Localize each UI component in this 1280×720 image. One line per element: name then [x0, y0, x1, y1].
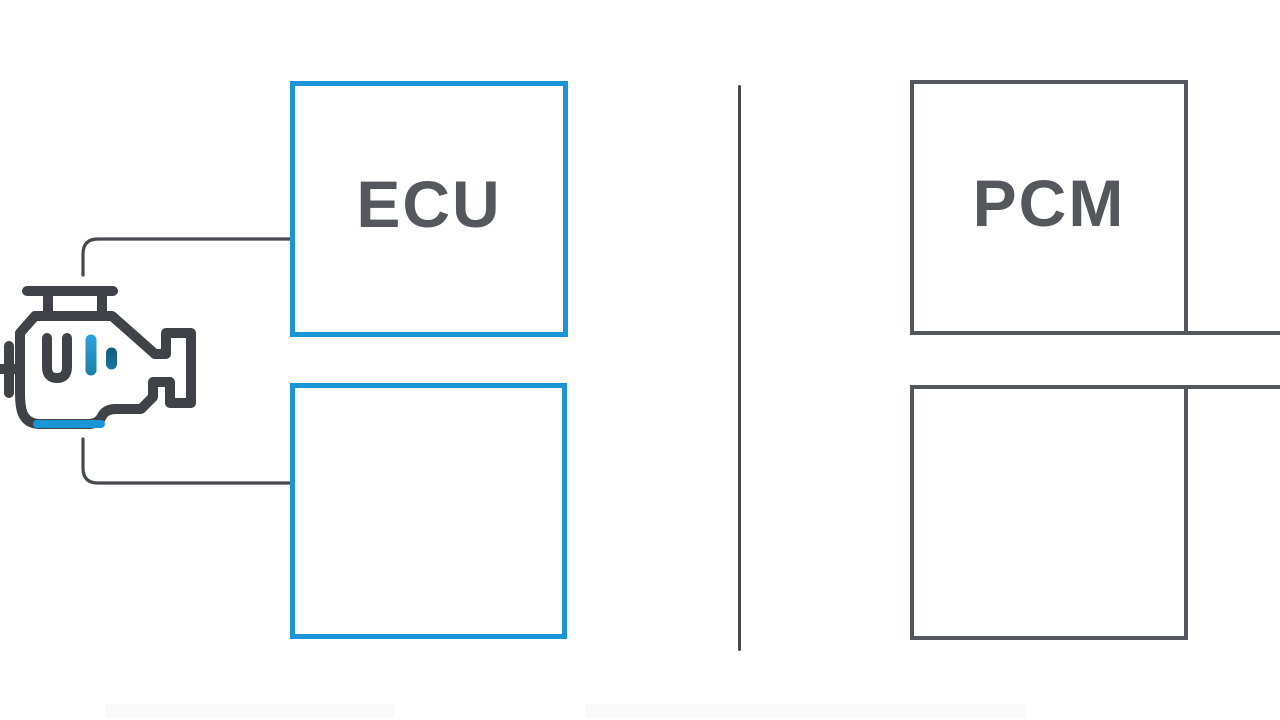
right-empty-box: [910, 385, 1188, 640]
vertical-divider: [738, 85, 741, 651]
faint-caption-bar-left: [105, 704, 395, 718]
ecu-label: ECU: [356, 167, 502, 241]
faint-caption-bar-right: [585, 704, 1025, 718]
ecu-box: ECU: [290, 81, 568, 337]
engine-u-mark: [42, 333, 72, 384]
left-empty-box: [290, 383, 567, 639]
pcm-box: PCM: [910, 80, 1188, 335]
check-engine-icon: [0, 286, 196, 429]
connector-bottom-line: [81, 437, 292, 485]
connector-top-line: [81, 237, 292, 277]
pcm-right-extension-line: [1184, 331, 1280, 335]
pcm-label: PCM: [972, 165, 1126, 240]
right-box-extension-line: [1184, 385, 1280, 389]
